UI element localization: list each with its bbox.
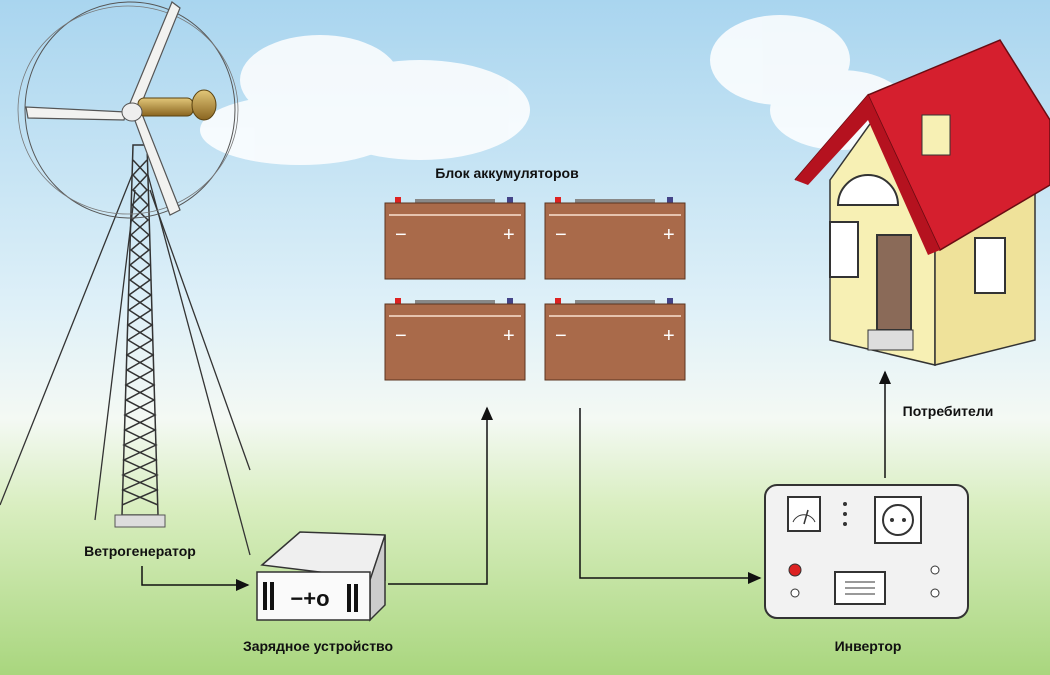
tower-base [114, 514, 166, 528]
chimney [921, 114, 951, 156]
side-window [974, 237, 1006, 294]
inverter [764, 484, 969, 619]
display-panel [834, 571, 886, 605]
charger: −+o [256, 531, 386, 622]
hub [121, 102, 143, 122]
minus-terminal-label: − [555, 224, 567, 246]
arrow-charger-to-batteries [388, 406, 493, 585]
inverter-label: Инвертор [835, 638, 902, 654]
battery-bank-label: Блок аккумуляторов [435, 165, 579, 181]
arrow-batteries-to-inverter [579, 408, 762, 584]
wind-turbine [0, 1, 251, 556]
indicator-led [788, 563, 802, 577]
charger-panel-symbols: −+o [290, 586, 329, 611]
tail-vane [191, 89, 217, 121]
guy-wires [0, 174, 251, 556]
battery: − + [544, 197, 686, 280]
battery: − + [384, 197, 526, 280]
rotor-circle [24, 1, 236, 219]
house [794, 39, 1050, 366]
steps [867, 329, 914, 351]
minus-terminal-label: − [395, 325, 407, 347]
minus-terminal-label: − [395, 224, 407, 246]
window [829, 221, 859, 278]
charger-label: Зарядное устройство [243, 638, 393, 654]
battery: − + [384, 298, 526, 381]
door [876, 234, 912, 331]
battery: − + [544, 298, 686, 381]
nacelle [137, 97, 194, 117]
plus-terminal-label: + [663, 325, 675, 347]
plus-terminal-label: + [503, 224, 515, 246]
minus-terminal-label: − [555, 325, 567, 347]
battery-bank: − + − + − + − + [384, 197, 686, 381]
wind-generator-label: Ветрогенератор [84, 543, 196, 559]
consumers-label: Потребители [903, 403, 994, 419]
plus-terminal-label: + [503, 325, 515, 347]
flow-arrows [141, 370, 891, 591]
plus-terminal-label: + [663, 224, 675, 246]
arched-window [836, 174, 900, 206]
arrow-generator-to-charger [141, 566, 250, 591]
meter-gauge [787, 496, 821, 532]
